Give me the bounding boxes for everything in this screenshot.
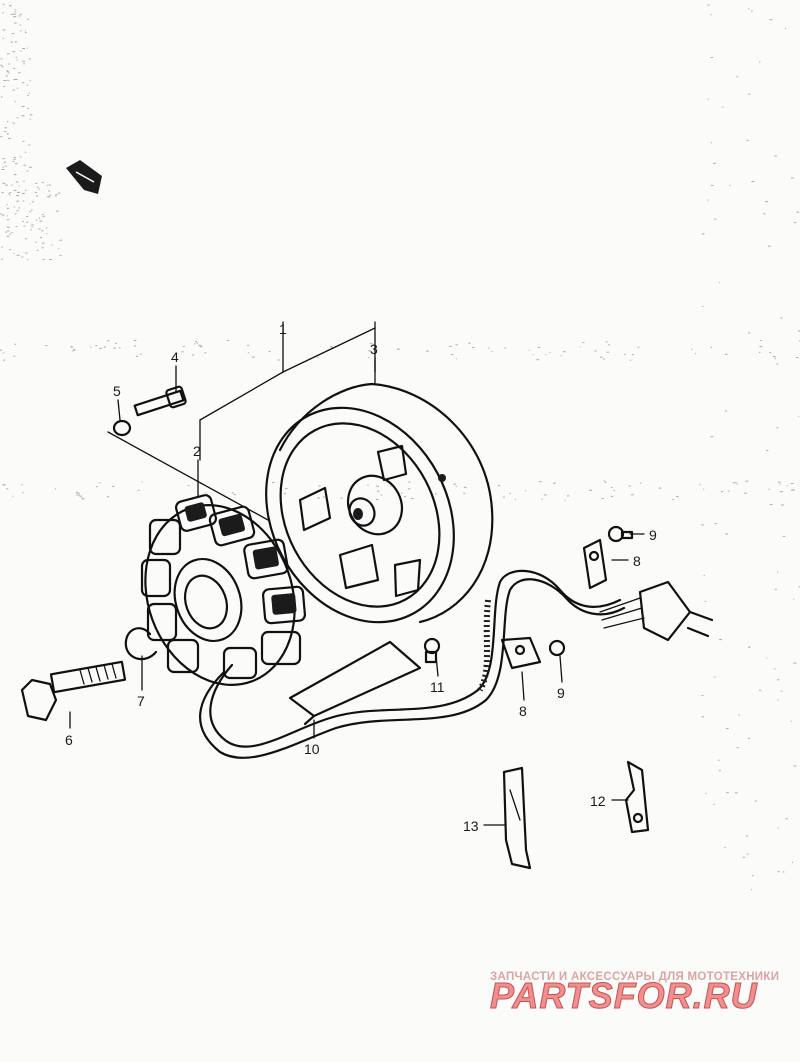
stator-coil [140, 494, 307, 686]
callout-labels: 1 2 3 4 5 6 7 8 8 9 9 10 11 12 13 [65, 321, 657, 834]
watermark-logo: PARTSFOR.RU [490, 975, 758, 1016]
callout-13: 13 [463, 818, 479, 834]
callout-12: 12 [590, 793, 606, 809]
callout-8-lower: 8 [519, 703, 527, 719]
watermark-subtitle: ЗАПЧАСТИ И АКСЕССУАРЫ ДЛЯ МОТОТЕХНИКИ [490, 971, 779, 983]
callout-6: 6 [65, 732, 73, 748]
bolt-small [133, 385, 187, 417]
watermark: ЗАПЧАСТИ И АКСЕССУАРЫ ДЛЯ МОТОТЕХНИКИ PA… [490, 971, 779, 1017]
callout-10: 10 [304, 741, 320, 757]
callout-1: 1 [279, 321, 287, 337]
callout-11: 11 [430, 679, 445, 695]
wire-clamp-lower [500, 636, 542, 670]
wire-clamp-upper [582, 538, 608, 590]
screw-upper [607, 525, 634, 543]
wiring-harness [198, 569, 714, 759]
callout-5: 5 [113, 383, 121, 399]
bracket-plate-12 [624, 760, 650, 834]
scan-noise [0, 3, 800, 891]
stator-bolt [20, 660, 127, 722]
leader-lines [69, 357, 645, 826]
callout-8-upper: 8 [633, 553, 641, 569]
callout-9-upper: 9 [649, 527, 657, 543]
callout-3: 3 [370, 341, 378, 357]
callout-4: 4 [171, 349, 179, 365]
bracket-plate-13 [502, 766, 532, 870]
spring-washer [112, 419, 132, 437]
callout-2: 2 [193, 443, 201, 459]
screw-lower [548, 639, 566, 657]
front-arrow-icon [66, 160, 102, 194]
callout-9-lower: 9 [557, 685, 565, 701]
circlip [124, 627, 158, 661]
callout-7: 7 [137, 693, 145, 709]
flywheel-rotor [265, 382, 494, 624]
assembly-bracket-1 [107, 321, 376, 521]
